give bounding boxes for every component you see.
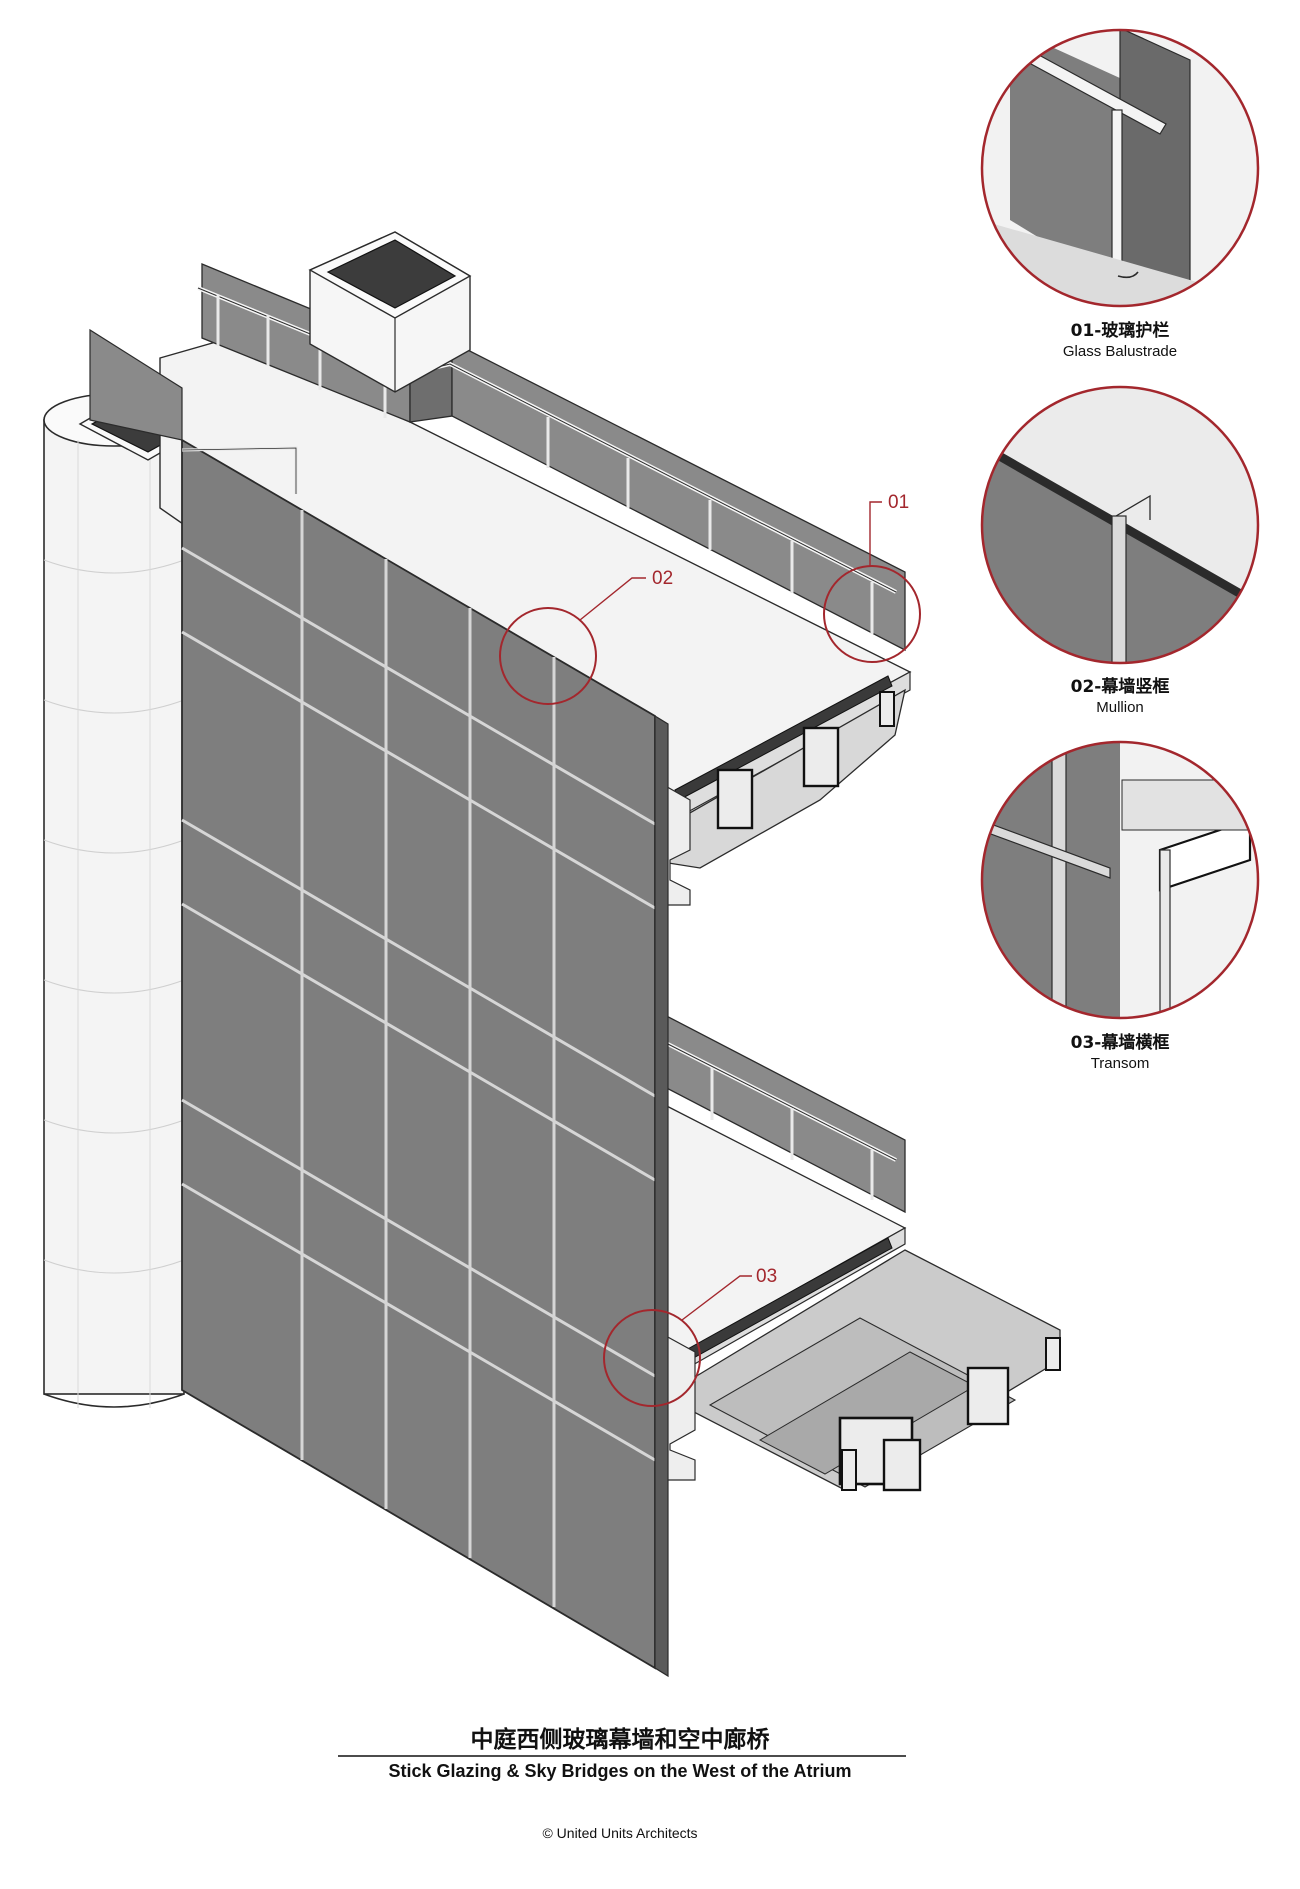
drawing-title-en: Stick Glazing & Sky Bridges on the West … [388, 1761, 851, 1781]
detail-glass-balustrade: 01-玻璃护栏 Glass Balustrade [980, 28, 1260, 360]
detail-03-subtitle: Transom [1091, 1055, 1150, 1072]
roof-skylight-box [308, 231, 472, 393]
title-block: 中庭西侧玻璃幕墙和空中廊桥 Stick Glazing & Sky Bridge… [338, 1726, 906, 1841]
drawing-title-cn: 中庭西侧玻璃幕墙和空中廊桥 [471, 1726, 771, 1753]
callout-03-tag: 03 [756, 1266, 777, 1287]
detail-transom: 03-幕墙横框 Transom [980, 740, 1260, 1072]
callout-02-tag: 02 [652, 568, 673, 589]
copyright-credit: © United Units Architects [542, 1825, 697, 1841]
callout-03: 03 [603, 1266, 777, 1407]
detail-01-subtitle: Glass Balustrade [1063, 343, 1177, 360]
cylinder-core [43, 393, 185, 1408]
detail-02-subtitle: Mullion [1096, 699, 1144, 716]
detail-01-title: 01-玻璃护栏 [1071, 320, 1170, 341]
callout-02: 02 [499, 568, 673, 705]
detail-mullion: 02-幕墙竖框 Mullion [980, 385, 1260, 716]
wall-top-balustrade [89, 328, 298, 494]
upper-bridge [159, 263, 912, 906]
detail-03-title: 03-幕墙横框 [1071, 1032, 1170, 1053]
lower-bridge [654, 1008, 1061, 1492]
callout-01: 01 [823, 492, 921, 663]
callout-01-tag: 01 [888, 492, 909, 513]
curtain-wall [181, 438, 669, 1678]
detail-02-title: 02-幕墙竖框 [1071, 676, 1170, 697]
